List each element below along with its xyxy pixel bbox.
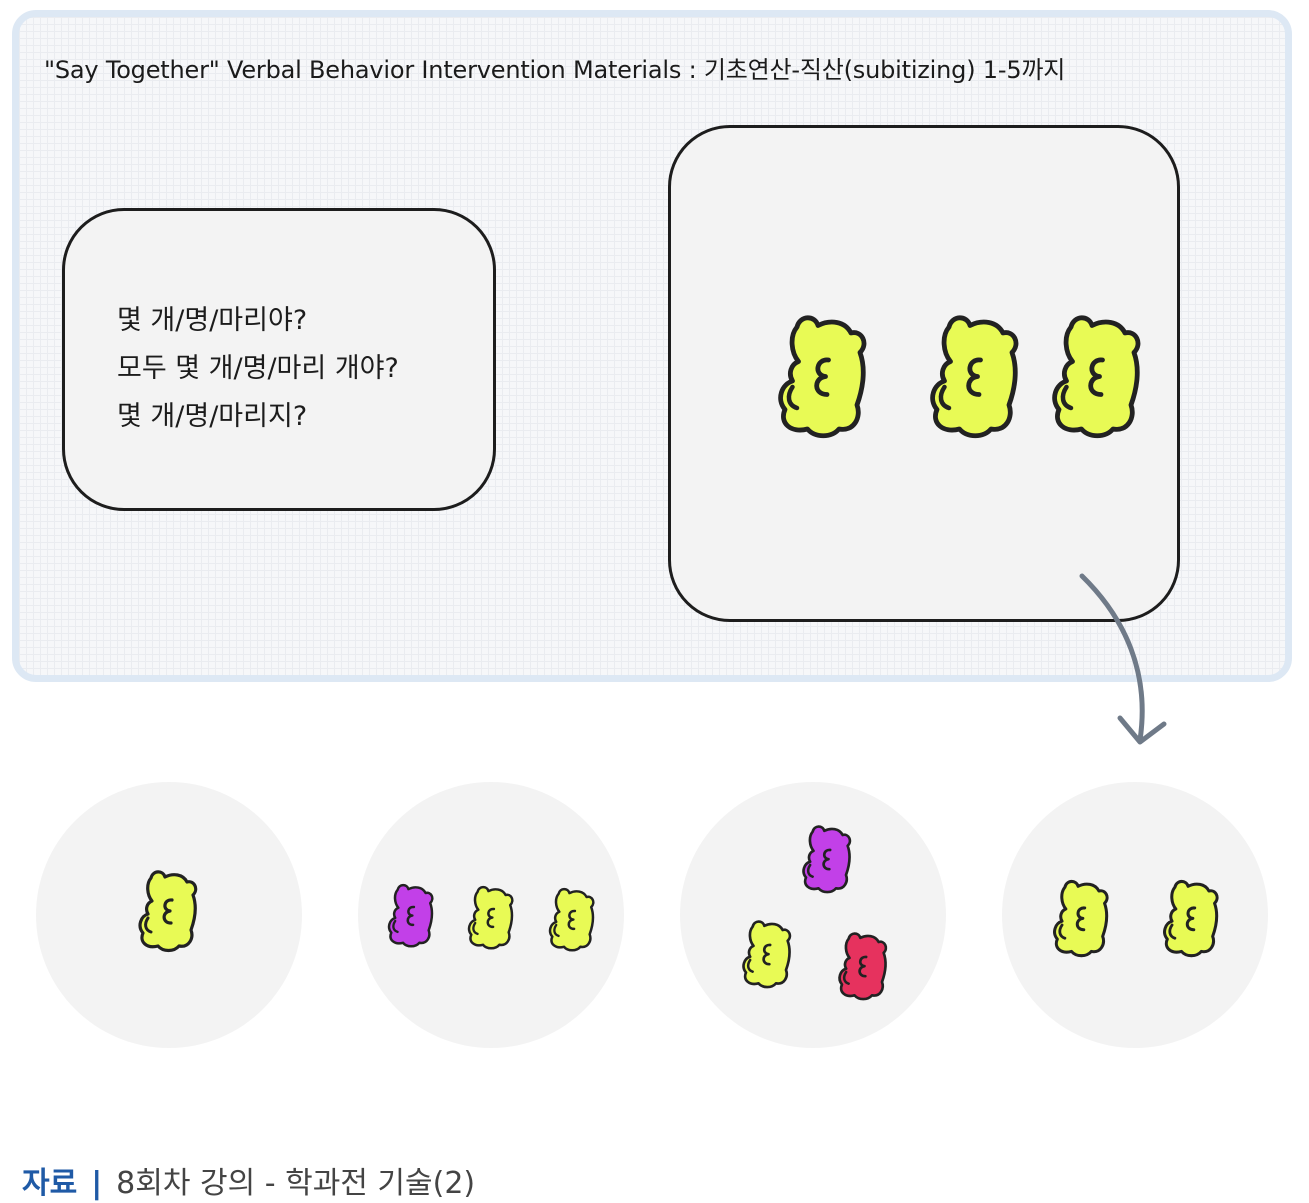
answer-option-4[interactable] [1002, 782, 1268, 1048]
gummy-bear-icon [919, 306, 1027, 441]
prompt-card: 몇 개/명/마리야? 모두 몇 개/명/마리 개야? 몇 개/명/마리지? [62, 208, 496, 511]
answer-option-1[interactable] [36, 782, 302, 1048]
gummy-bear-icon [1053, 879, 1109, 958]
footer-text: 8회차 강의 - 학과전 기술(2) [116, 1166, 476, 1201]
gummy-bear-icon [767, 306, 875, 441]
gummy-bear-icon [467, 885, 514, 950]
gummy-bear-icon [1163, 879, 1219, 958]
gummy-bear-icon [138, 870, 198, 953]
answer-option-3[interactable] [680, 782, 946, 1048]
prompt-line-2: 모두 몇 개/명/마리 개야? [117, 353, 399, 384]
stimulus-card [668, 125, 1180, 622]
gummy-bear-icon [802, 825, 852, 894]
prompt-line-1: 몇 개/명/마리야? [117, 305, 308, 336]
page-title: "Say Together" Verbal Behavior Intervent… [44, 56, 1066, 84]
curved-arrow-icon [1079, 573, 1167, 745]
gummy-bear-icon [838, 932, 888, 1001]
footer-caption: 자료 | 8회차 강의 - 학과전 기술(2) [22, 1158, 475, 1202]
answer-option-2[interactable] [358, 782, 624, 1048]
prompt-line-3: 몇 개/명/마리지? [117, 401, 308, 432]
gummy-bear-icon [387, 883, 434, 948]
gummy-bear-icon [548, 887, 595, 952]
gummy-bear-icon [742, 920, 792, 989]
footer-separator: | [91, 1166, 103, 1201]
footer-label: 자료 [22, 1166, 78, 1201]
gummy-bear-icon [1041, 306, 1149, 441]
prompt-text: 몇 개/명/마리야? 모두 몇 개/명/마리 개야? 몇 개/명/마리지? [117, 297, 399, 441]
